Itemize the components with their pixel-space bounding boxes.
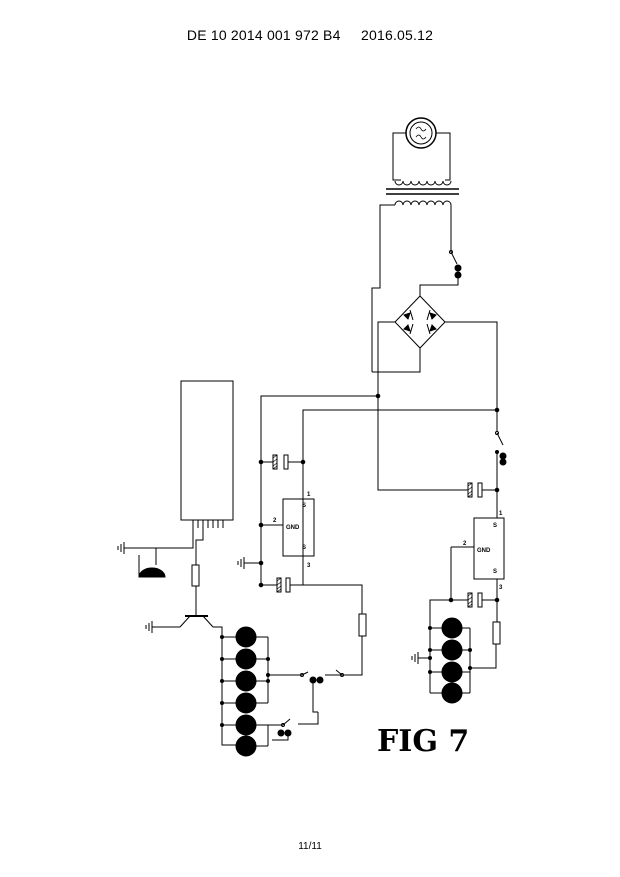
switch-led-lower [272, 712, 318, 740]
bridge-rectifier [372, 296, 497, 490]
chip-right-pin1-label: 1 [499, 511, 503, 517]
chip-right-pin3-label: 3 [499, 585, 503, 591]
ground-left-chip [238, 557, 263, 569]
chip-left-pin3-label: 3 [307, 563, 311, 569]
chip-right-pin2-label: 2 [463, 541, 467, 547]
buzzer [118, 542, 165, 577]
resistor-right [469, 622, 501, 670]
chip-right [451, 518, 504, 600]
capacitor-right-top [468, 483, 499, 518]
figure-label: FIG 7 [377, 724, 469, 759]
chip-right-s-top-label: S [493, 523, 497, 529]
page-number: 11/11 [0, 841, 620, 852]
chip-left-pin2-label: 2 [273, 518, 277, 524]
led-column-left [221, 627, 303, 756]
control-module [156, 381, 233, 565]
main-switch [420, 251, 461, 297]
capacitor-left-top [259, 455, 305, 469]
ac-source [393, 118, 450, 180]
switch-led-upper [301, 670, 344, 712]
chip-right-gnd-label: GND [477, 548, 491, 554]
capacitor-right-bottom [430, 547, 499, 693]
chip-left-s-bottom-label: S [302, 545, 306, 551]
chip-right-s-bottom-label: S [493, 569, 497, 575]
right-switch [484, 432, 506, 491]
capacitor-left-bottom [259, 578, 362, 614]
resistor-base [192, 565, 199, 615]
led-column-right [412, 618, 472, 703]
chip-left-gnd-label: GND [286, 525, 300, 531]
chip-left-s-top-label: S [302, 503, 306, 509]
resistor-left [342, 614, 366, 675]
chip-left-pin1-label: 1 [307, 492, 311, 498]
